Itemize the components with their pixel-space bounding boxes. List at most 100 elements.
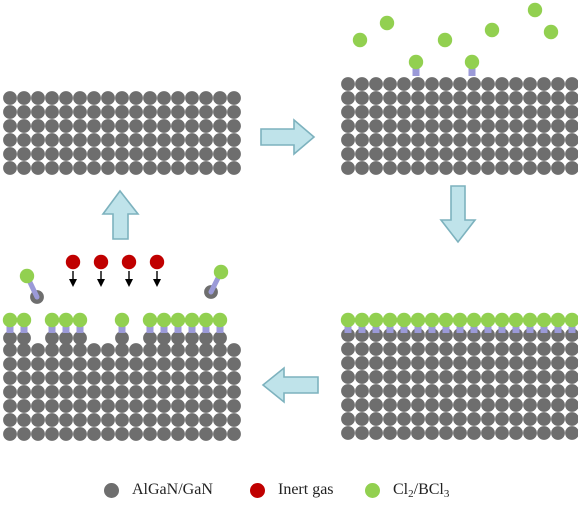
substrate-atom: [383, 147, 397, 161]
substrate-atom: [523, 398, 537, 412]
etchant-molecule: [382, 312, 398, 328]
etchant-molecule: [437, 32, 453, 48]
substrate-atom: [369, 119, 383, 133]
substrate-atom: [101, 399, 115, 413]
adsorption-bond: [48, 325, 56, 333]
substrate-atom: [31, 357, 45, 371]
substrate-atom: [199, 331, 213, 345]
etchant-molecule: [408, 54, 424, 70]
substrate-atom: [17, 385, 31, 399]
substrate-atom: [439, 119, 453, 133]
substrate-atom: [467, 161, 481, 175]
substrate-atom: [101, 147, 115, 161]
substrate-atom: [523, 342, 537, 356]
substrate-atom: [101, 427, 115, 441]
substrate-atom: [509, 342, 523, 356]
etchant-molecule: [438, 312, 454, 328]
substrate-atom: [509, 161, 523, 175]
etchant-molecule: [213, 264, 229, 280]
substrate-atom: [369, 77, 383, 91]
substrate-atom: [199, 119, 213, 133]
substrate-atom: [565, 370, 578, 384]
adsorption-bond: [20, 325, 28, 333]
substrate-atom: [45, 133, 59, 147]
substrate-atom: [101, 357, 115, 371]
substrate-atom: [17, 399, 31, 413]
substrate-atoms: [3, 77, 578, 441]
substrate-atom: [73, 427, 87, 441]
substrate-atom: [467, 77, 481, 91]
substrate-atom: [157, 147, 171, 161]
substrate-atom: [199, 413, 213, 427]
substrate-atom: [115, 371, 129, 385]
substrate-atom: [355, 370, 369, 384]
substrate-atom: [3, 331, 17, 345]
substrate-atom: [383, 412, 397, 426]
etchant-molecule: [480, 312, 496, 328]
substrate-atom: [185, 357, 199, 371]
substrate-atom: [495, 161, 509, 175]
adsorption-bond: [554, 325, 562, 333]
substrate-atom: [439, 91, 453, 105]
substrate-atom: [3, 371, 17, 385]
substrate-atom: [565, 161, 578, 175]
substrate-atom: [129, 133, 143, 147]
adsorption-bond: [174, 325, 182, 333]
substrate-atom: [45, 343, 59, 357]
substrate-atom: [341, 119, 355, 133]
substrate-atom: [467, 384, 481, 398]
substrate-atom: [31, 385, 45, 399]
substrate-atom: [411, 119, 425, 133]
substrate-atom: [59, 427, 73, 441]
substrate-atom: [115, 91, 129, 105]
etchant-molecule: [340, 312, 356, 328]
substrate-atom: [369, 133, 383, 147]
legend-swatch-inert-gas: [250, 482, 265, 498]
etchant-molecule: [58, 312, 74, 328]
substrate-atom: [185, 105, 199, 119]
substrate-atom: [129, 427, 143, 441]
substrate-atom: [467, 426, 481, 440]
etchant-molecule: [564, 312, 578, 328]
substrate-atom: [101, 119, 115, 133]
substrate-atom: [425, 147, 439, 161]
adsorption-bond: [6, 325, 14, 333]
substrate-atom: [369, 356, 383, 370]
substrate-atom: [73, 413, 87, 427]
substrate-atom: [157, 385, 171, 399]
substrate-atom: [467, 105, 481, 119]
substrate-atom: [3, 105, 17, 119]
substrate-atom: [355, 384, 369, 398]
etchant-molecule: [2, 312, 18, 328]
arrow-right: [260, 118, 316, 156]
adsorption-bond: [146, 325, 154, 333]
etchant-molecule: [396, 312, 412, 328]
substrate-atom: [439, 161, 453, 175]
substrate-atom: [467, 342, 481, 356]
substrate-atom: [115, 147, 129, 161]
substrate-atom: [171, 105, 185, 119]
substrate-atom: [341, 133, 355, 147]
substrate-atom: [481, 342, 495, 356]
adsorption-bond: [568, 325, 576, 333]
substrate-atom: [101, 91, 115, 105]
substrate-atom: [3, 133, 17, 147]
substrate-atom: [425, 91, 439, 105]
substrate-atom: [143, 133, 157, 147]
legend: AlGaN/GaN Inert gas Cl2/BCl3: [0, 478, 578, 502]
substrate-atom: [537, 384, 551, 398]
substrate-atom: [73, 161, 87, 175]
legend-item-substrate: AlGaN/GaN: [104, 478, 213, 502]
substrate-atom: [185, 343, 199, 357]
inert-gas-ion: [93, 254, 109, 270]
substrate-atom: [383, 398, 397, 412]
substrate-atom: [495, 342, 509, 356]
substrate-atom: [565, 398, 578, 412]
substrate-atom: [425, 384, 439, 398]
etchant-molecule: [410, 312, 426, 328]
substrate-atom: [565, 342, 578, 356]
substrate-atom: [171, 371, 185, 385]
adsorption-bond: [526, 325, 534, 333]
substrate-atom: [453, 356, 467, 370]
adsorption-bond: [428, 325, 436, 333]
